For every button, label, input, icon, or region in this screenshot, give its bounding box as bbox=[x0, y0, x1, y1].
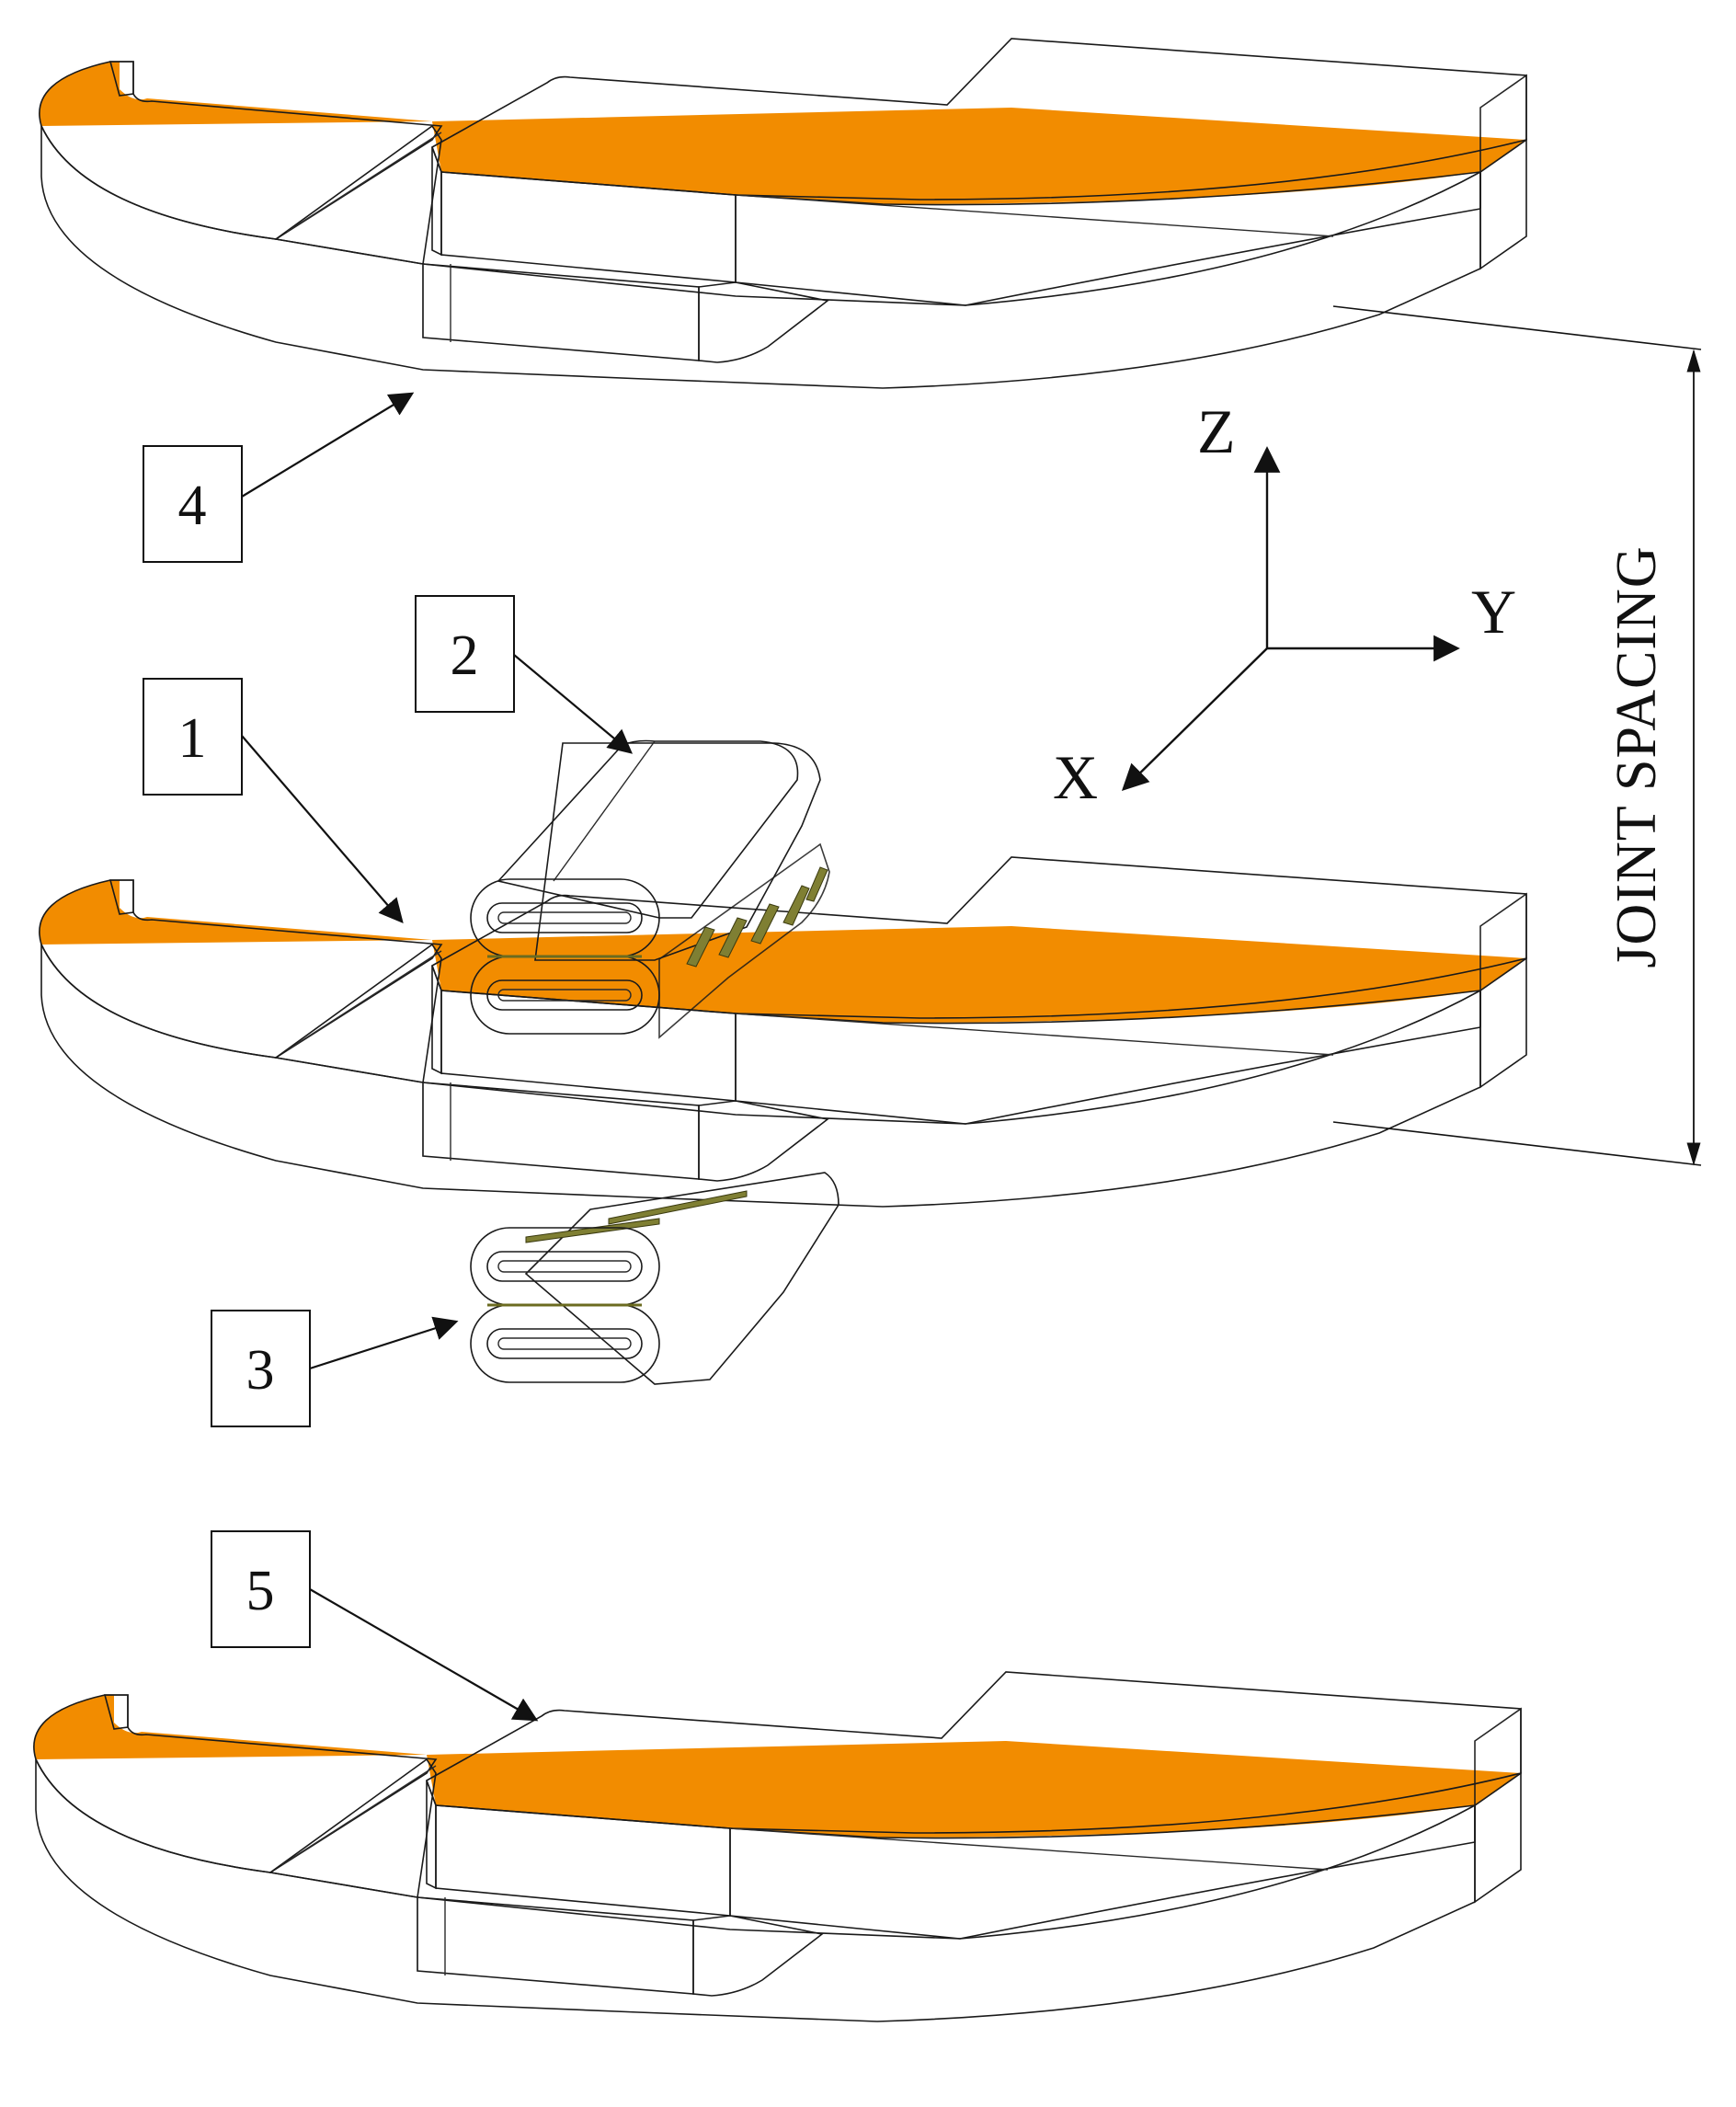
callout-3: 3 bbox=[211, 1310, 459, 1427]
callout-4: 4 bbox=[143, 392, 415, 563]
y-axis-label: Y bbox=[1471, 577, 1516, 647]
joint-spacing-dimension: JOINT SPACING bbox=[1332, 305, 1702, 1166]
callout-2-label: 2 bbox=[451, 624, 479, 687]
plate-part-1 bbox=[39, 856, 1527, 1208]
coil-stack-part-2 bbox=[470, 739, 830, 1039]
z-axis-label: Z bbox=[1197, 396, 1236, 466]
callout-3-label: 3 bbox=[246, 1339, 275, 1402]
callout-4-label: 4 bbox=[178, 475, 207, 537]
callout-1-label: 1 bbox=[178, 707, 207, 770]
x-axis-line bbox=[1121, 647, 1268, 792]
coordinate-axes: Z Y X bbox=[1053, 396, 1516, 812]
callout-5: 5 bbox=[211, 1530, 539, 1722]
extension-line-bottom bbox=[1332, 1121, 1702, 1166]
joint-spacing-label: JOINT SPACING bbox=[1605, 545, 1668, 968]
coil-stack-part-3 bbox=[470, 1172, 839, 1385]
extension-line-top bbox=[1332, 305, 1702, 350]
plate-part-4 bbox=[39, 38, 1527, 389]
x-axis-label: X bbox=[1053, 742, 1098, 812]
plate-part-5 bbox=[33, 1671, 1522, 2022]
callout-1: 1 bbox=[143, 678, 404, 924]
callout-2: 2 bbox=[415, 595, 634, 754]
callout-5-label: 5 bbox=[246, 1560, 275, 1622]
